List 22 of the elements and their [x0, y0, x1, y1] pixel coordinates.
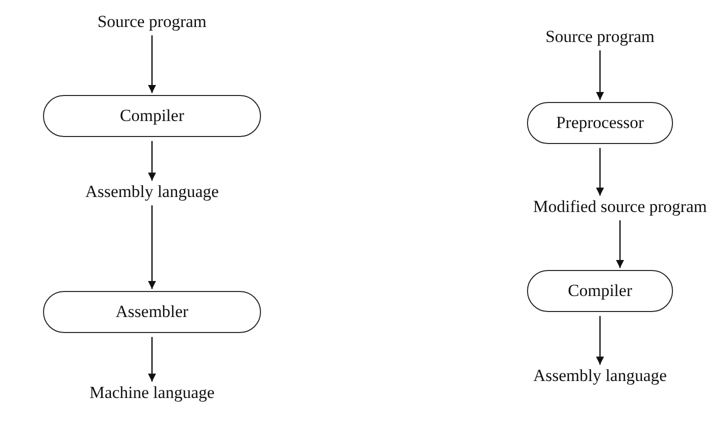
- arrow: [596, 50, 604, 100]
- process-box: [43, 291, 261, 333]
- arrow: [148, 35, 156, 93]
- process-label: Compiler: [568, 282, 632, 300]
- flow-label: Modified source program: [533, 198, 707, 216]
- flow-label: Assembly language: [85, 182, 219, 202]
- process-box: [527, 270, 673, 312]
- arrow: [148, 141, 156, 181]
- arrow: [596, 316, 604, 365]
- arrow: [616, 220, 624, 268]
- arrow: [596, 148, 604, 196]
- process-box: [527, 102, 673, 144]
- process-label: Preprocessor: [556, 114, 644, 132]
- process-box: [43, 95, 261, 137]
- flow-label: Assembly language: [533, 366, 667, 386]
- flow-label: Machine language: [89, 384, 215, 402]
- arrow: [148, 205, 156, 289]
- arrow: [148, 337, 156, 382]
- process-label: Assembler: [116, 302, 188, 322]
- process-label: Compiler: [120, 106, 184, 126]
- flow-label: Source program: [545, 28, 655, 46]
- flow-label: Source program: [97, 12, 207, 32]
